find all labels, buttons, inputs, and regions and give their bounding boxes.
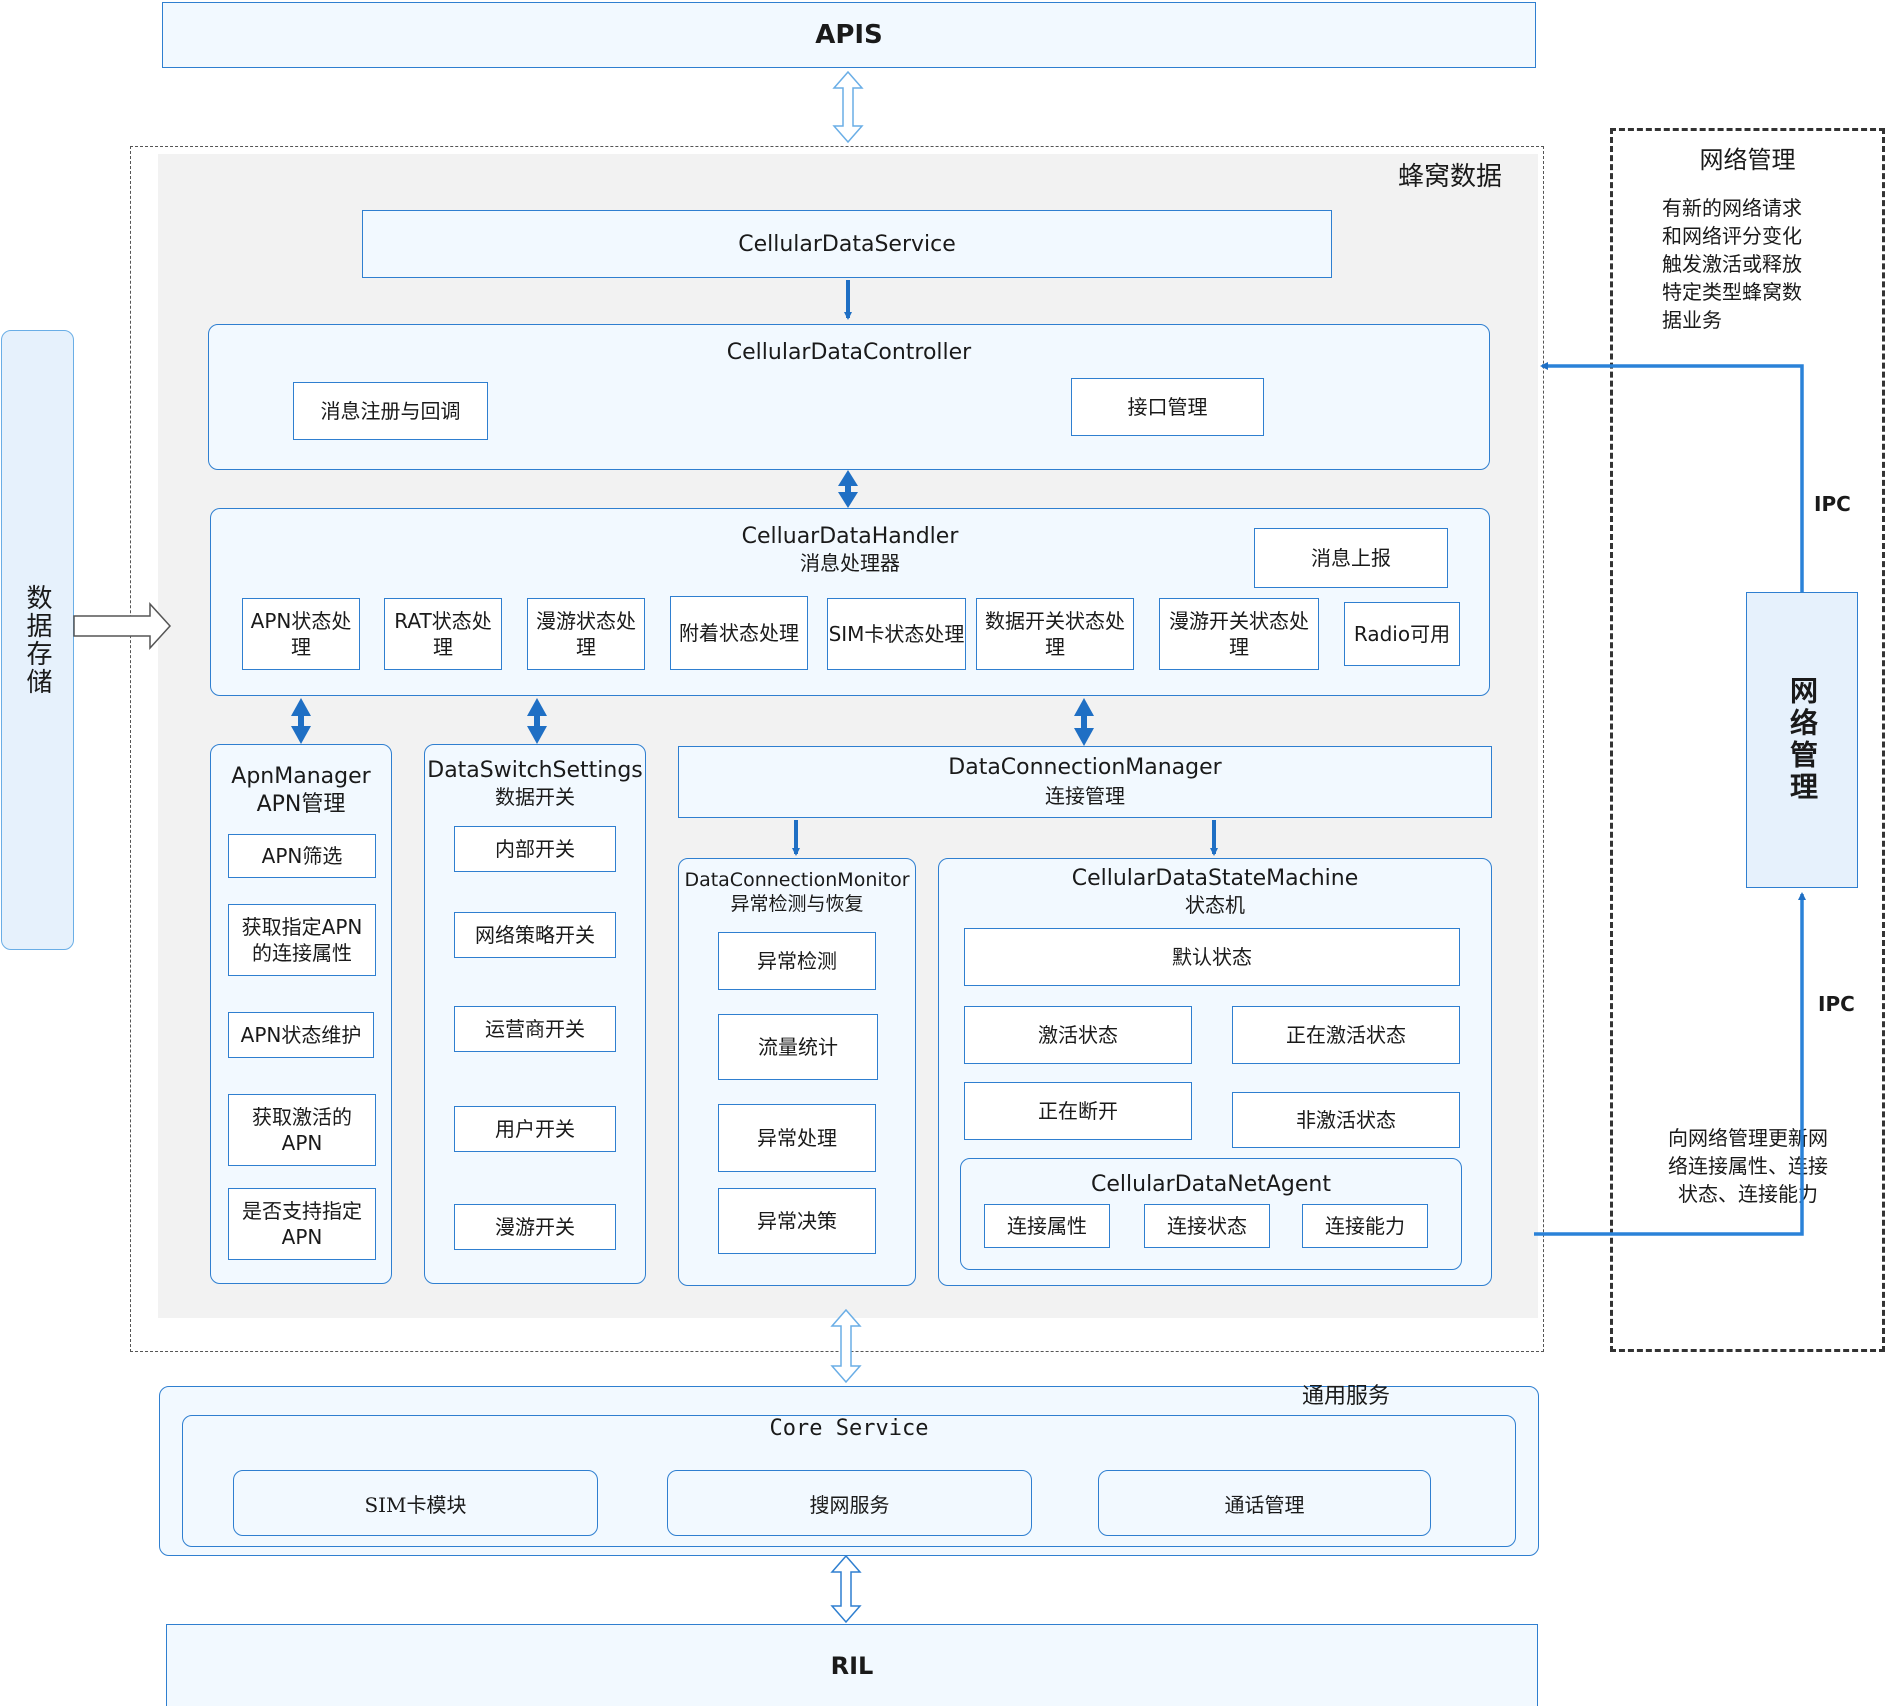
core-service-title: Core Service bbox=[769, 1416, 929, 1441]
conn-manager-title-en: DataConnectionManager bbox=[948, 755, 1222, 780]
controller-title: CellularDataController bbox=[726, 340, 972, 365]
data-connection-manager: DataConnectionManager 连接管理 bbox=[678, 746, 1492, 818]
apn-item-active: 获取激活的APN bbox=[228, 1094, 376, 1166]
net-agent-item-capability: 连接能力 bbox=[1302, 1204, 1428, 1248]
interface-mgmt-box: 接口管理 bbox=[1071, 378, 1264, 436]
handler-item-roaming: 漫游状态处理 bbox=[527, 598, 645, 670]
handler-item-data-switch: 数据开关状态处理 bbox=[976, 598, 1134, 670]
apn-item-state: APN状态维护 bbox=[228, 1012, 374, 1058]
switch-item-internal: 内部开关 bbox=[454, 826, 616, 872]
apis-box: APIS bbox=[162, 2, 1536, 68]
data-storage-label: 数据存储 bbox=[22, 584, 52, 696]
switch-title-zh: 数据开关 bbox=[495, 785, 575, 809]
apn-item-filter: APN筛选 bbox=[228, 834, 376, 878]
cellular-data-service: CellularDataService bbox=[362, 210, 1332, 278]
handler-item-attach: 附着状态处理 bbox=[670, 596, 808, 670]
double-arrow-apis bbox=[832, 70, 864, 144]
data-storage-box: 数据存储 bbox=[1, 330, 74, 950]
network-mgmt-label: 网络管理 bbox=[1699, 146, 1796, 174]
handler-item-sim: SIM卡状态处理 bbox=[827, 598, 966, 670]
state-active: 激活状态 bbox=[964, 1006, 1192, 1064]
network-mgmt-box-label: 网络管理 bbox=[1786, 676, 1819, 804]
network-mgmt-desc-bottom: 向网络管理更新网络连接属性、连接状态、连接能力 bbox=[1668, 1126, 1828, 1206]
ril-box: RIL bbox=[166, 1624, 1538, 1706]
handler-title-zh: 消息处理器 bbox=[800, 551, 900, 575]
state-machine-title-en: CellularDataStateMachine bbox=[1071, 866, 1359, 891]
handler-item-apn: APN状态处理 bbox=[242, 598, 360, 670]
handler-title-en: CelluarDataHandler bbox=[741, 524, 959, 549]
monitor-title-zh: 异常检测与恢复 bbox=[730, 893, 864, 915]
handler-item-radio: Radio可用 bbox=[1344, 602, 1460, 666]
state-activating: 正在激活状态 bbox=[1232, 1006, 1460, 1064]
net-agent-item-attr: 连接属性 bbox=[984, 1204, 1110, 1248]
net-agent-item-state: 连接状态 bbox=[1144, 1204, 1270, 1248]
handler-item-rat: RAT状态处理 bbox=[384, 598, 502, 670]
state-default: 默认状态 bbox=[964, 928, 1460, 986]
state-inactive: 非激活状态 bbox=[1232, 1092, 1460, 1148]
general-service-label: 通用服务 bbox=[1301, 1384, 1390, 1409]
msg-register-box: 消息注册与回调 bbox=[293, 382, 488, 440]
monitor-item-traffic: 流量统计 bbox=[718, 1014, 878, 1080]
monitor-item-decision: 异常决策 bbox=[718, 1188, 876, 1254]
state-machine-title-zh: 状态机 bbox=[1185, 893, 1245, 917]
ipc-label-top: IPC bbox=[1814, 492, 1851, 516]
conn-manager-title-zh: 连接管理 bbox=[1045, 784, 1125, 808]
monitor-item-detect: 异常检测 bbox=[718, 932, 876, 990]
cellular-data-label: 蜂窝数据 bbox=[1397, 162, 1502, 192]
core-item-sim: SIM卡模块 bbox=[233, 1470, 598, 1536]
core-item-call-mgmt: 通话管理 bbox=[1098, 1470, 1431, 1536]
msg-report-box: 消息上报 bbox=[1254, 528, 1448, 588]
apn-manager-title-en: ApnManager bbox=[231, 764, 371, 789]
apn-item-conn-attr: 获取指定APN的连接属性 bbox=[228, 904, 376, 976]
net-agent-title: CellularDataNetAgent bbox=[1091, 1172, 1331, 1197]
ipc-label-bottom: IPC bbox=[1818, 992, 1855, 1016]
state-disconnecting: 正在断开 bbox=[964, 1082, 1192, 1140]
switch-item-user: 用户开关 bbox=[454, 1106, 616, 1152]
core-item-network-search: 搜网服务 bbox=[667, 1470, 1032, 1536]
handler-item-roaming-switch: 漫游开关状态处理 bbox=[1159, 598, 1319, 670]
network-mgmt-frame bbox=[1610, 128, 1885, 1352]
monitor-item-handle: 异常处理 bbox=[718, 1104, 876, 1172]
double-arrow-ril bbox=[830, 1554, 862, 1624]
network-mgmt-box: 网络管理 bbox=[1746, 592, 1858, 888]
apn-item-support: 是否支持指定APN bbox=[228, 1188, 376, 1260]
switch-item-carrier: 运营商开关 bbox=[454, 1006, 616, 1052]
apn-manager-title-zh: APN管理 bbox=[256, 792, 346, 817]
switch-title-en: DataSwitchSettings bbox=[427, 758, 643, 783]
switch-item-policy: 网络策略开关 bbox=[454, 912, 616, 958]
network-mgmt-desc-top: 有新的网络请求和网络评分变化触发激活或释放特定类型蜂窝数据业务 bbox=[1662, 196, 1802, 332]
switch-item-roaming: 漫游开关 bbox=[454, 1204, 616, 1250]
monitor-title-en: DataConnectionMonitor bbox=[684, 869, 910, 891]
